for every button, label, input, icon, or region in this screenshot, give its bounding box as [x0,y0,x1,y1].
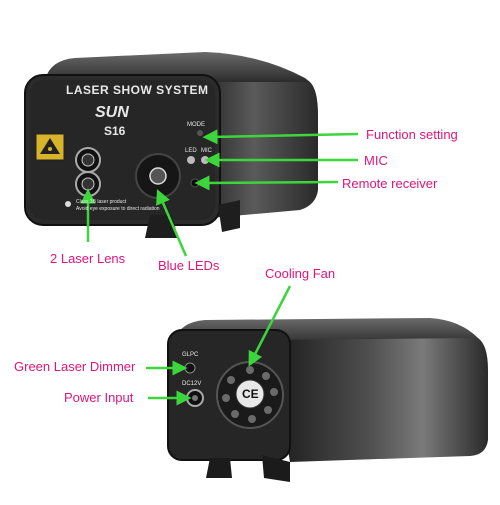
led-label: LED [185,148,197,154]
remote-receiver-window [190,178,200,188]
panel-title: LASER SHOW SYSTEM [66,83,209,97]
laser-lens [81,153,95,167]
back-device-foot [262,455,290,482]
arrow-blue-leds [156,189,188,257]
ce-mark: CE [242,387,259,401]
callout-cooling-fan: Cooling Fan [265,266,336,281]
mic-label: MIC [201,148,212,154]
green-laser-dimmer-knob [184,362,196,374]
back-device-foot [206,458,232,478]
led-indicator [187,156,195,164]
warning-text: Class 3B laser product [76,199,127,205]
callout-blue-leds: Blue LEDs [158,258,220,273]
laser-lens [81,177,95,191]
arrow-remote-receiver [194,175,339,191]
fan-hub [235,379,265,409]
fan-vents [222,366,278,423]
glpc-label: GLPC [182,352,199,358]
callout-green-laser-dimmer: Green Laser Dimmer [14,359,136,374]
laser-aperture-icon [65,201,71,207]
callout-arrows [80,129,359,406]
arrow-cooling-fan [248,285,292,367]
arrow-function-setting [202,129,359,145]
blue-led-lens [149,167,167,185]
mic-hole [201,156,209,164]
callout-laser-lens: 2 Laser Lens [50,251,126,266]
brand-logo: SUN [95,104,129,121]
model-number: S16 [104,124,126,138]
laser-warning-icon [40,138,60,154]
mode-button [197,130,203,136]
power-label: DC12V [182,381,202,387]
back-device [167,318,488,482]
callout-power-input: Power Input [64,390,134,405]
front-device [24,52,318,238]
callout-remote-receiver: Remote receiver [342,176,438,191]
callout-mic: MIC [364,153,388,168]
callout-function-setting: Function setting [366,127,458,142]
front-device-foot [218,200,240,232]
back-device-body [270,338,488,462]
mode-label: MODE [187,122,205,128]
warning-text-2: Avoid eye exposure to direct radiation [76,206,160,212]
